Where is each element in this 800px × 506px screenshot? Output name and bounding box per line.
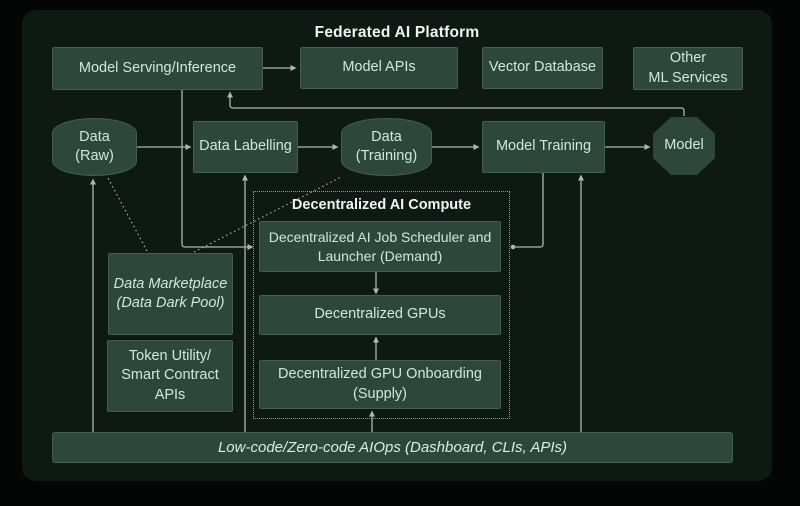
node-model-apis-label: Model APIs xyxy=(342,59,416,76)
node-job-scheduler: Decentralized AI Job Scheduler and Launc… xyxy=(259,221,501,272)
node-model-training-label: Model Training xyxy=(495,138,592,155)
node-job-scheduler-line1: Decentralized AI Job Scheduler and xyxy=(268,229,492,246)
node-data-labelling-label: Data Labelling xyxy=(199,138,292,155)
node-model-serving: Model Serving/Inference xyxy=(52,47,263,90)
node-decentralized-gpus-label: Decentralized GPUs xyxy=(314,306,446,323)
node-data-raw-line2: (Raw) xyxy=(75,148,114,164)
node-model-serving-label: Model Serving/Inference xyxy=(78,59,237,76)
node-gpu-onboarding-line2: (Supply) xyxy=(353,385,407,402)
node-decentralized-gpus: Decentralized GPUs xyxy=(259,295,501,335)
node-token-utility-line2: Smart Contract xyxy=(121,367,219,384)
node-job-scheduler-line2: Launcher (Demand) xyxy=(317,247,443,264)
group-decentralized-compute-title: Decentralized AI Compute xyxy=(291,197,472,213)
aiops-bar: Low-code/Zero-code AIOps (Dashboard, CLI… xyxy=(52,432,733,463)
node-data-training-line2: (Training) xyxy=(355,148,418,164)
node-data-raw-line1: Data xyxy=(79,128,110,145)
node-data-marketplace-line1: Data Marketplace xyxy=(113,275,228,292)
node-model: Model xyxy=(653,117,715,175)
node-model-apis: Model APIs xyxy=(300,47,458,89)
node-vector-database: Vector Database xyxy=(482,47,603,89)
node-token-utility: Token Utility/ Smart Contract APIs xyxy=(107,340,233,412)
diagram-title: Federated AI Platform xyxy=(314,24,480,41)
node-data-training-line1: Data xyxy=(371,128,402,145)
node-data-raw: Data (Raw) xyxy=(52,118,137,176)
node-gpu-onboarding: Decentralized GPU Onboarding (Supply) xyxy=(259,360,501,409)
node-gpu-onboarding-line1: Decentralized GPU Onboarding xyxy=(278,366,482,383)
node-model-label: Model xyxy=(664,137,704,154)
node-other-ml-line2: ML Services xyxy=(648,69,728,86)
aiops-bar-label: Low-code/Zero-code AIOps (Dashboard, CLI… xyxy=(217,439,568,456)
node-token-utility-line1: Token Utility/ xyxy=(128,348,212,365)
node-data-training: Data (Training) xyxy=(341,118,432,176)
node-model-training: Model Training xyxy=(482,121,605,173)
node-vector-database-label: Vector Database xyxy=(488,59,597,76)
node-data-labelling: Data Labelling xyxy=(193,121,298,173)
node-data-marketplace-line2: (Data Dark Pool) xyxy=(116,295,225,311)
node-data-marketplace: Data Marketplace (Data Dark Pool) xyxy=(108,253,233,335)
node-other-ml-services: Other ML Services xyxy=(633,47,743,90)
node-token-utility-line3: APIs xyxy=(154,386,186,403)
node-other-ml-line1: Other xyxy=(669,50,707,67)
